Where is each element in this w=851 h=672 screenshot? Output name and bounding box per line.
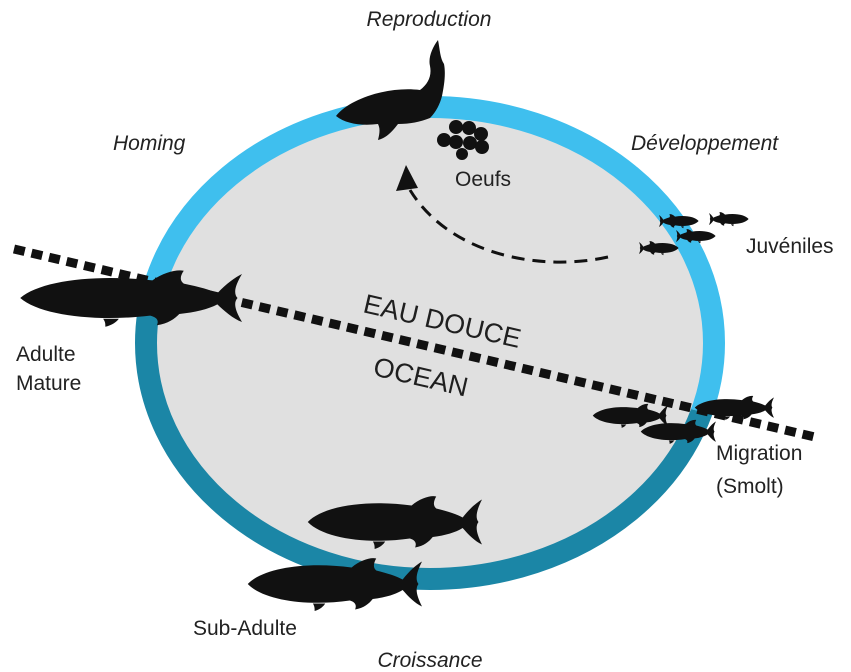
life-stage-label-juveniles: Juvéniles	[746, 235, 834, 258]
stage-label-reproduction: Reproduction	[367, 8, 492, 31]
life-stage-label-oeufs: Oeufs	[455, 168, 511, 191]
freshwater-ocean-boundary-line	[12, 244, 817, 442]
life-stage-label-sub-adulte: Sub-Adulte	[193, 617, 297, 640]
life-stage-label-adulte-line2: Mature	[16, 372, 81, 395]
cycle-interior	[146, 107, 714, 579]
stage-label-developpement: Développement	[631, 132, 779, 155]
arrow-head-icon	[396, 165, 418, 191]
stage-label-homing: Homing	[113, 132, 186, 155]
life-stage-label-migration-line2: (Smolt)	[716, 475, 784, 498]
life-stage-label-migration-line1: Migration	[716, 442, 802, 465]
stage-label-croissance: Croissance	[377, 649, 482, 672]
spawning-fish-icon	[336, 40, 445, 140]
eggs-icon	[437, 120, 489, 160]
juvenile-fish-2-icon	[709, 212, 749, 227]
life-stage-label-adulte-line1: Adulte	[16, 343, 76, 366]
development-arrow	[408, 189, 609, 264]
